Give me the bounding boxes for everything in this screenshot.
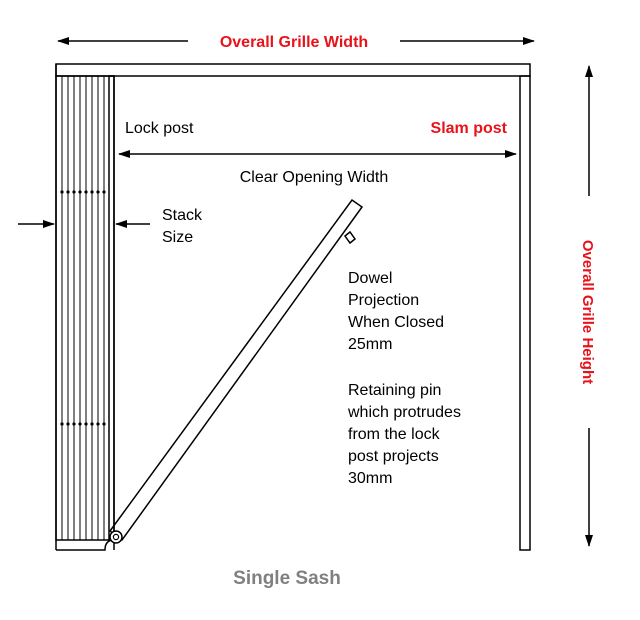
pin-note-line1: Retaining pin [348, 382, 441, 399]
rivet-row-top [60, 190, 106, 194]
rivet-row-bottom [60, 422, 106, 426]
lock-post-label: Lock post [125, 120, 194, 137]
pin-note-line2: which protrudes [347, 404, 461, 421]
stack-size-label-line1: Stack [162, 207, 203, 224]
overall-width-label: Overall Grille Width [220, 34, 368, 51]
dowel-note-line2: Projection [348, 292, 419, 309]
sash-panel [108, 198, 364, 544]
dowel [343, 230, 357, 245]
lock-post [108, 75, 115, 541]
overall-width-dimension: Overall Grille Width [57, 34, 535, 51]
clear-opening-label: Clear Opening Width [240, 169, 389, 186]
overall-height-label: Overall Grille Height [579, 240, 596, 384]
pin-note-line5: 30mm [348, 470, 392, 487]
clear-opening-dimension: Clear Opening Width [118, 150, 517, 186]
pin-note-line4: post projects [348, 448, 439, 465]
slam-post-label: Slam post [431, 120, 508, 137]
stack-outline [55, 75, 115, 541]
dowel-note-line3: When Closed [348, 314, 444, 331]
pin-note-line3: from the lock [348, 426, 441, 443]
dowel-note-line1: Dowel [348, 270, 392, 287]
pivot-inner [112, 533, 120, 541]
diagram-caption: Single Sash [233, 568, 341, 589]
dowel-note-line4: 25mm [348, 336, 392, 353]
slam-post [519, 75, 531, 551]
bottom-track [56, 539, 115, 551]
stack-size-label-line2: Size [162, 229, 193, 246]
dowel-note: Dowel Projection When Closed 25mm [348, 270, 444, 353]
top-rail [55, 63, 531, 77]
retaining-pin-note: Retaining pin which protrudes from the l… [347, 382, 461, 487]
sash-bar [108, 198, 364, 542]
folded-stack [55, 75, 115, 541]
stack-size-dimension: Stack Size [18, 207, 203, 246]
overall-height-dimension: Overall Grille Height [579, 65, 596, 547]
